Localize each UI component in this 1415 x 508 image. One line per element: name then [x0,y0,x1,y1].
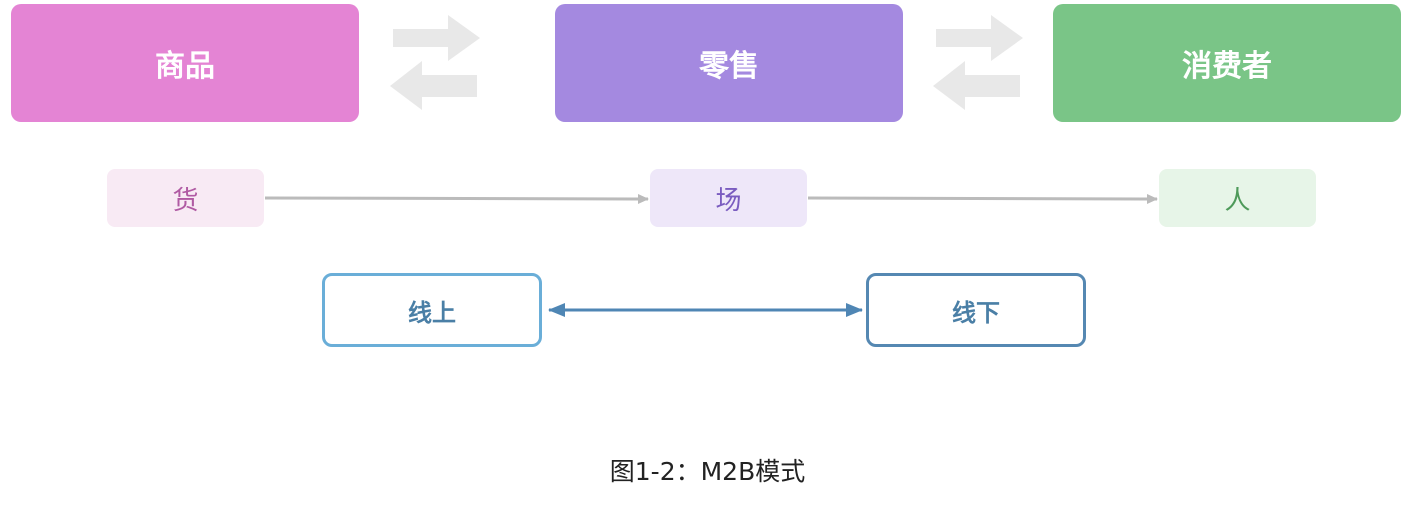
exchange-arrows-left [390,15,480,110]
offline-box-label: 线下 [952,298,1000,327]
flow-arrow-goods-to-place [264,193,649,204]
place-tag-label: 场 [715,185,742,216]
online-box-label: 线上 [408,298,456,327]
people-tag: 人 [1159,169,1316,227]
goods-box: 商品 [11,4,359,122]
consumer-box-label: 消费者 [1182,49,1272,84]
exchange-arrow-right-2 [936,15,1023,61]
flow-arrow-place-to-people [807,193,1158,204]
exchange-arrow-right-1 [393,15,480,61]
consumer-box: 消费者 [1053,4,1401,122]
people-tag-label: 人 [1224,185,1251,216]
goods-box-label: 商品 [155,49,215,84]
figure-caption: 图1-2：M2B模式 [609,457,806,486]
exchange-arrows-right [933,15,1023,110]
exchange-arrow-left-1 [390,61,477,110]
place-tag: 场 [650,169,807,227]
offline-box: 线下 [866,273,1086,347]
goods-tag-label: 货 [172,185,199,216]
online-box: 线上 [322,273,542,347]
retail-box: 零售 [555,4,903,122]
retail-box-label: 零售 [699,49,759,84]
exchange-arrow-left-2 [933,61,1020,110]
goods-tag: 货 [107,169,264,227]
